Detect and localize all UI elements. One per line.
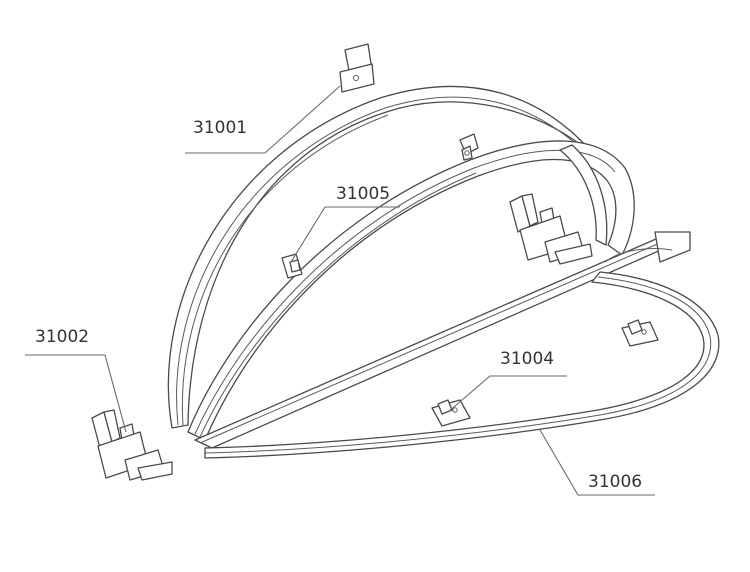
corner-connector-31002 — [91, 409, 173, 481]
bottom-curved-profile — [204, 271, 720, 459]
leader-31004 — [447, 375, 567, 413]
clip-31004-right — [621, 319, 659, 347]
lower-straight-profile — [194, 231, 691, 449]
callout-31002: 31002 — [35, 327, 89, 347]
callout-31001: 31001 — [193, 118, 247, 138]
clip-31004-center — [431, 399, 471, 427]
clip-31005-upper — [459, 133, 479, 161]
leader-31006 — [539, 429, 655, 496]
corner-connector-right — [509, 193, 593, 265]
leader-31002 — [25, 354, 127, 433]
callout-31006: 31006 — [588, 472, 642, 492]
leader-31001 — [185, 85, 341, 154]
leader-31005 — [290, 206, 400, 263]
callout-31004: 31004 — [500, 349, 554, 369]
clip-31005-left — [281, 253, 303, 279]
callout-31005: 31005 — [336, 184, 390, 204]
bracket-31001 — [339, 43, 375, 93]
